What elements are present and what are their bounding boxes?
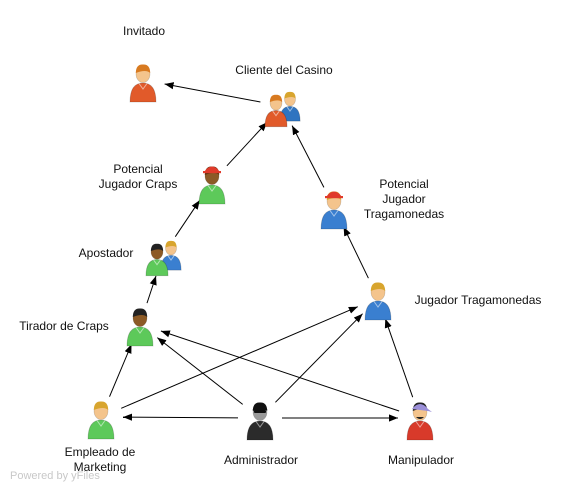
edge-jugador_tragamonedas-to-potencial_tragamonedas — [343, 226, 369, 279]
node-label-line: Potencial — [379, 177, 428, 191]
user-icon — [364, 282, 392, 321]
user-icon — [129, 64, 157, 103]
edge-tirador-to-apostador — [146, 275, 157, 304]
edge-apostador-to-potencial_craps — [174, 200, 201, 237]
node-label-line: Empleado de — [65, 445, 136, 459]
user-icon — [246, 402, 274, 441]
edges-layer — [109, 82, 414, 422]
node-invitado[interactable]: Invitado — [123, 24, 165, 103]
edge-cliente-to-invitado — [164, 82, 261, 103]
node-label-line: Tirador de Craps — [19, 319, 109, 333]
edge-potencial_craps-to-cliente — [226, 121, 268, 167]
node-label: Tirador de Craps — [19, 319, 109, 333]
user-icon — [87, 401, 115, 440]
watermark-text: Powered by yFiles — [10, 470, 100, 482]
node-label-line: Cliente del Casino — [235, 63, 333, 77]
node-jugador_tragamonedas[interactable]: Jugador Tragamonedas — [364, 282, 542, 321]
node-label-line: Manipulador — [388, 453, 454, 467]
node-label-line: Tragamonedas — [364, 207, 444, 221]
node-label-line: Administrador — [224, 453, 298, 467]
node-label: Cliente del Casino — [235, 63, 333, 77]
edge-manipulador-to-tirador — [160, 330, 400, 412]
node-label-line: Potencial — [113, 162, 162, 176]
node-administrador[interactable]: Administrador — [224, 402, 298, 467]
node-label: Invitado — [123, 24, 165, 38]
node-label-line: Apostador — [79, 246, 134, 260]
node-manipulador[interactable]: Manipulador — [388, 402, 454, 467]
node-cliente[interactable]: Cliente del Casino — [235, 63, 333, 128]
node-label-line: Invitado — [123, 24, 165, 38]
user-icon — [126, 308, 154, 347]
node-tirador[interactable]: Tirador de Craps — [19, 308, 154, 347]
edge-administrador-to-empleado — [122, 413, 239, 421]
node-label: Jugador Tragamonedas — [415, 293, 542, 307]
user-icon — [198, 166, 226, 205]
edge-manipulador-to-jugador_tragamonedas — [384, 318, 414, 398]
edge-potencial_tragamonedas-to-cliente — [291, 125, 325, 188]
node-label: Administrador — [224, 453, 298, 467]
node-label-line: Jugador Craps — [99, 177, 178, 191]
node-label-line: Marketing — [74, 460, 127, 474]
node-apostador[interactable]: Apostador — [79, 240, 182, 277]
user-icon — [406, 402, 434, 441]
node-label: Apostador — [79, 246, 134, 260]
node-label-line: Jugador Tragamonedas — [415, 293, 542, 307]
user-icon — [320, 191, 348, 230]
user-group-icon — [264, 91, 301, 128]
node-label-line: Jugador — [382, 192, 425, 206]
edge-administrador-to-jugador_tragamonedas — [275, 313, 363, 403]
node-label: Manipulador — [388, 453, 454, 467]
edge-administrador-to-tirador — [156, 337, 244, 405]
edge-empleado-to-tirador — [109, 344, 132, 397]
user-group-icon — [145, 240, 182, 277]
